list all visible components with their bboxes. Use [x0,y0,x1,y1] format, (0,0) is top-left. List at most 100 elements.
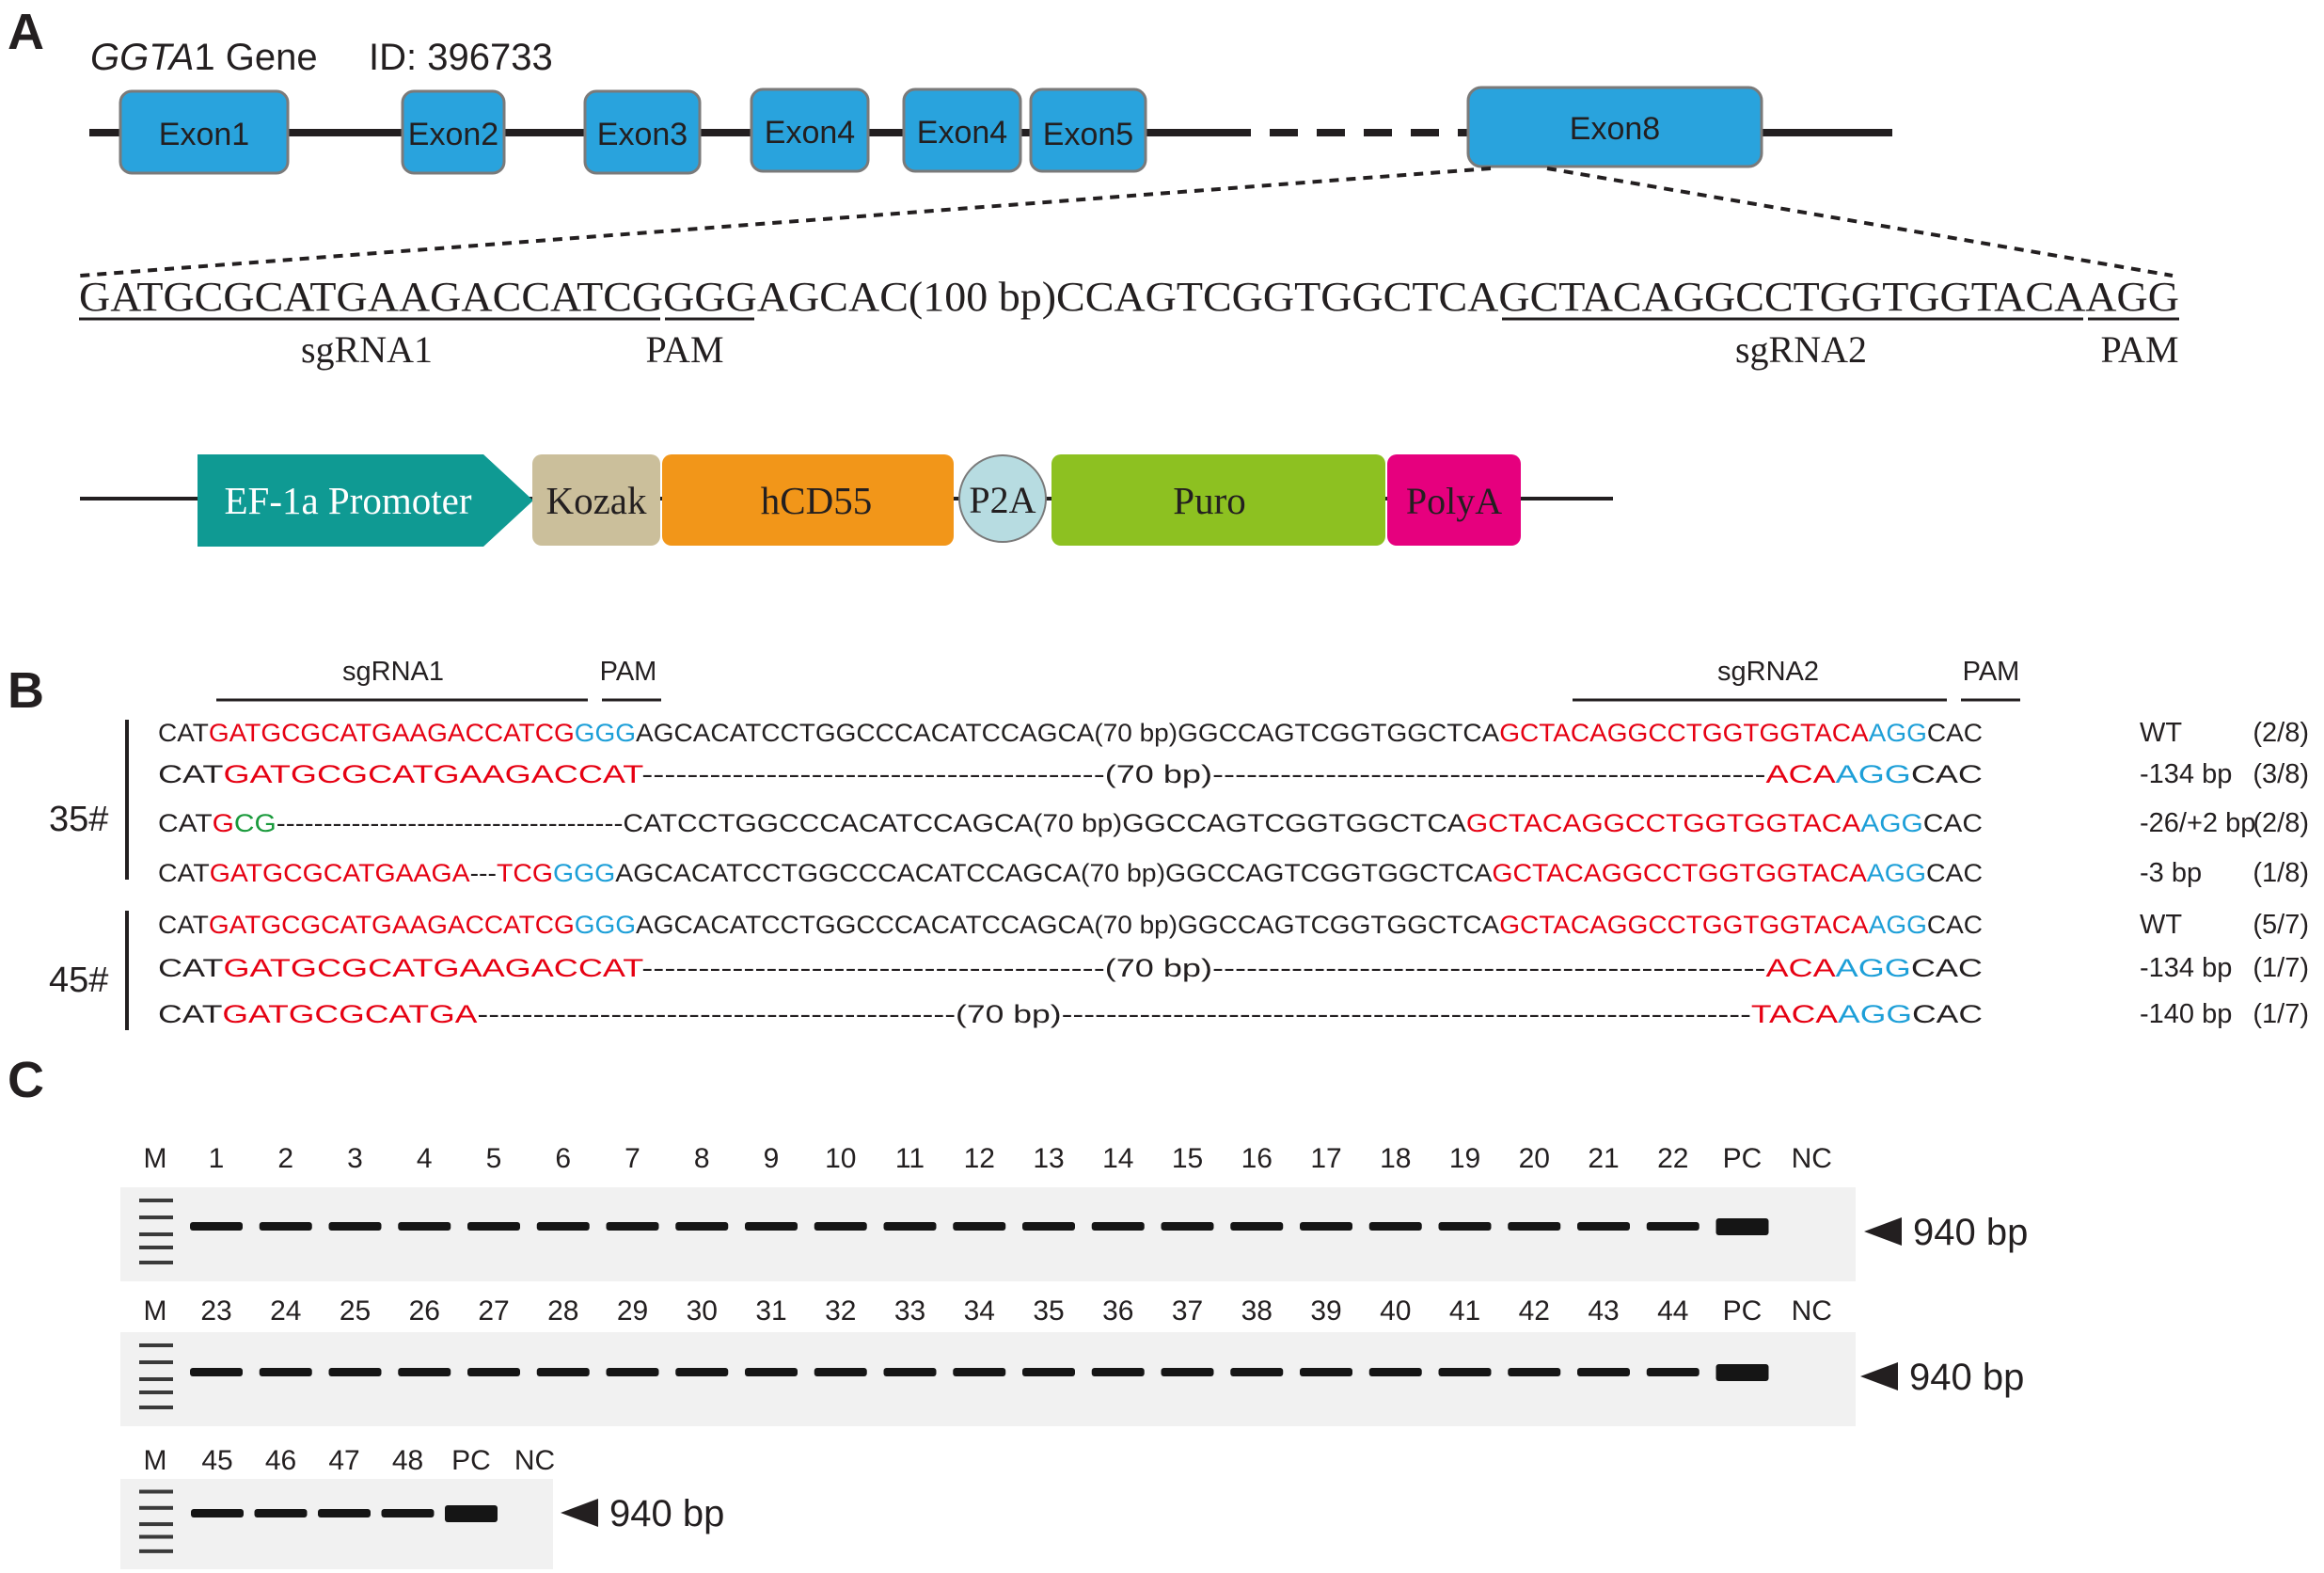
clone-count: (2/8) [2253,808,2309,838]
panel-b-label: B [8,662,44,719]
dna-band [1300,1368,1352,1376]
dna-band [1161,1222,1214,1231]
lane-label: 43 [1588,1295,1619,1327]
dna-band [381,1509,435,1517]
lane-label: 1 [209,1143,225,1174]
ladder-band [139,1390,173,1394]
dna-band [254,1509,308,1517]
panel-b: B sgRNA1 PAM sgRNA2 PAM 35# 45# CATGATGC… [8,657,2309,1030]
seq-sgrna1: GATGCGCATGAAGACCATCG [79,274,663,320]
arrowhead-icon [561,1499,598,1527]
ladder-band [139,1216,173,1219]
mutation-label: -26/+2 bp [2140,808,2255,838]
b-sgrna2-label: sgRNA2 [1717,657,1819,687]
exon-5-label: Exon5 [1043,117,1133,152]
seq-pam2: AGG [2085,274,2179,320]
band-size-label: 940 bp [1913,1212,2028,1253]
gene-title: GGTA1 Gene [90,37,318,78]
pam1-label: PAM [645,328,723,371]
p2a-label: P2A [969,479,1036,521]
sequence-segment: GCTACAGGCCTGGTGGTACA [1499,719,1868,747]
lane-label: PC [451,1445,491,1476]
sequence-segment: ----------------------------------------… [641,954,1765,982]
lane-label: 26 [409,1295,440,1327]
sequence-segment: CAT [158,859,210,887]
panel-c-label: C [8,1052,44,1108]
lane-label: 30 [687,1295,718,1327]
lane-label: 41 [1449,1295,1480,1327]
dna-band [1646,1222,1700,1231]
sequence-segment: AGG [1860,809,1923,837]
dna-band [1300,1222,1352,1231]
lane-label: 33 [894,1295,925,1327]
zoom-line-right [1546,167,2174,278]
dna-band [259,1222,312,1231]
lane-label: 46 [265,1445,296,1476]
gel-background [120,1332,1856,1426]
dna-band [1646,1368,1700,1376]
dna-band [1438,1222,1492,1231]
ladder-band [139,1246,173,1249]
lane-label: 25 [340,1295,371,1327]
lane-label: 18 [1380,1143,1411,1174]
lane-label: 35 [1033,1295,1064,1327]
mutation-label: WT [2140,718,2182,748]
sequence-segment: CAC [1923,809,1983,837]
exon-2-label: Exon2 [408,117,498,152]
dna-band [259,1368,312,1376]
lane-label: 24 [270,1295,301,1327]
sequence-segment: GCTACAGGCCTGGTGGTACA [1492,859,1866,887]
dna-band [1022,1222,1075,1231]
dna-band [318,1509,371,1517]
ladder-band [139,1549,173,1553]
lane-label: 3 [347,1143,363,1174]
gel-background [120,1187,1856,1281]
dna-band [883,1222,937,1231]
sgrna2-label: sgRNA2 [1735,328,1867,371]
dna-band [1368,1368,1422,1376]
lane-label: 31 [755,1295,786,1327]
lane-label: 37 [1172,1295,1203,1327]
kozak-label: Kozak [545,479,647,522]
seq-pam1: GGG [663,274,757,320]
dna-band [883,1368,937,1376]
exon-3: Exon3 [583,89,702,175]
dna-band [398,1222,451,1231]
construct-polya: PolyA [1387,454,1521,546]
dna-band [328,1368,382,1376]
sequence-segment: GATGCGCATGAAGACCAT [223,760,642,788]
dna-band [1577,1368,1630,1376]
exon-8: Exon8 [1466,86,1763,168]
sequence-segment: GCTACAGGCCTGGTGGTACA [1499,911,1868,939]
sequence-segment: GGG [575,719,636,747]
dna-band [745,1368,798,1376]
lane-label: 36 [1102,1295,1133,1327]
sequence-segment: GGG [553,859,615,887]
dna-band [814,1368,867,1376]
polya-label: PolyA [1406,480,1502,522]
dna-band [745,1222,798,1231]
dna-band [1022,1368,1075,1376]
clone-count: (1/7) [2253,999,2309,1029]
arrowhead-icon [1864,1217,1902,1246]
puro-label: Puro [1173,479,1245,522]
ladder-band [139,1406,173,1409]
lane-label: 42 [1519,1295,1550,1327]
lane-label: 16 [1241,1143,1273,1174]
lane-label: 39 [1310,1295,1341,1327]
ladder-band [139,1343,173,1347]
construct-ef1a-promoter: EF-1a Promoter [198,454,533,547]
lane-label: 45 [201,1445,232,1476]
clone-count: (1/7) [2253,953,2309,983]
lane-label: 47 [328,1445,359,1476]
lane-label: 6 [555,1143,571,1174]
exon-3-label: Exon3 [597,117,688,152]
exon-4b: Exon4 [902,87,1022,173]
sequence-segment: ACA [1765,954,1835,982]
sequence-segment: --- [470,859,497,887]
dna-band [1091,1368,1145,1376]
lane-label: 14 [1102,1143,1133,1174]
